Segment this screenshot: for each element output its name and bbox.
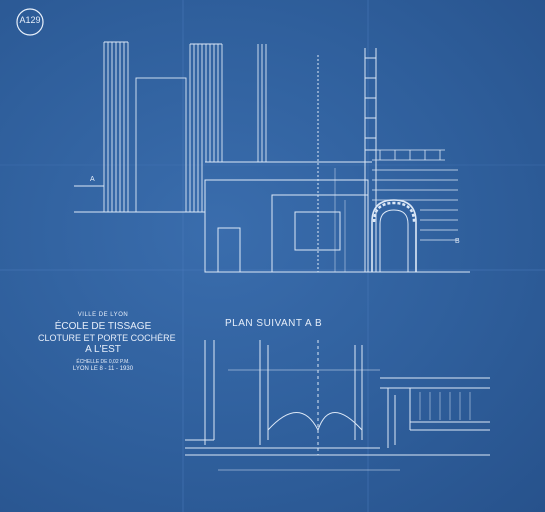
section-mark-b: B bbox=[455, 238, 460, 245]
subject-line-1: CLOTURE ET PORTE COCHÈRE bbox=[38, 333, 176, 343]
plan-title: PLAN SUIVANT A B bbox=[225, 318, 323, 329]
stamp-label: A129 bbox=[19, 15, 41, 25]
middle-pillars bbox=[189, 43, 267, 212]
section-mark-a: A bbox=[90, 176, 95, 183]
school-label: ÉCOLE DE TISSAGE bbox=[54, 321, 152, 332]
arched-gate bbox=[371, 199, 417, 272]
stamp-circle bbox=[16, 8, 44, 36]
dimension-lines bbox=[270, 161, 360, 272]
place-date-label: LYON LE 8 - 11 - 1930 bbox=[72, 366, 134, 372]
wall-blocks bbox=[74, 161, 470, 273]
scale-label: ÉCHELLE DE 0,02 P.M. bbox=[76, 359, 130, 365]
title-block: VILLE DE LYON ÉCOLE DE TISSAGE CLOTURE E… bbox=[38, 312, 176, 372]
city-label: VILLE DE LYON bbox=[77, 312, 129, 318]
subject-line-2: A L'EST bbox=[85, 344, 121, 355]
railing-and-masonry bbox=[372, 149, 458, 241]
right-pilaster bbox=[317, 48, 377, 272]
plan-drawing bbox=[185, 340, 490, 471]
left-pillars bbox=[103, 41, 187, 213]
